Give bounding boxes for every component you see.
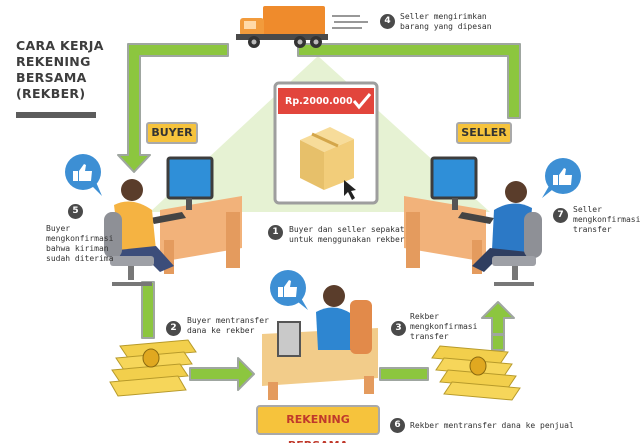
step-3-text: Rekber mengkonfirmasi transfer	[410, 312, 477, 342]
step-3-number: 3	[391, 321, 406, 336]
buyer-desk	[104, 156, 242, 286]
chair-icon	[492, 212, 542, 286]
flow-arrows	[117, 43, 521, 391]
computer-icon	[430, 156, 478, 200]
step-6-text: Rekber mentransfer dana ke penjual	[410, 421, 574, 431]
seller-tag: SELLER	[456, 122, 512, 144]
rekening-bersama-label: REKENING BERSAMA	[256, 405, 380, 443]
step-6-number: 6	[390, 418, 405, 433]
chair-icon	[350, 300, 372, 354]
step-line: Rekber	[410, 312, 439, 321]
step-line: mengkonfirmasi	[573, 215, 640, 224]
chair-icon	[104, 212, 154, 286]
step-4-text: Seller mengirimkan barang yang dipesan	[400, 12, 492, 32]
rekber-desk	[262, 285, 378, 400]
arrow-up-to-seller	[481, 301, 515, 335]
step-2-text: Buyer mentransfer dana ke rekber	[187, 316, 269, 336]
buyer-person	[114, 179, 174, 272]
step-line: Buyer dan seller sepakat	[289, 225, 405, 234]
rekber-person	[316, 285, 352, 350]
step-5-number: 5	[68, 204, 83, 219]
seller-person	[472, 181, 532, 272]
step-line: mengkonfirmasi	[410, 322, 478, 331]
title-line: (REKBER)	[16, 86, 86, 101]
truck-icon	[236, 6, 368, 48]
checkmark-icon	[352, 93, 372, 110]
step-line: Seller	[573, 205, 602, 214]
step-7-number: 7	[553, 208, 568, 223]
title-underline	[16, 112, 96, 118]
arrow-rekber-out	[379, 367, 429, 381]
step-line: Buyer	[46, 224, 71, 233]
thumbs-up-icon	[65, 154, 102, 196]
step-line: Buyer mentransfer	[187, 316, 269, 325]
arrow-to-rekber	[189, 357, 255, 391]
computer-icon	[277, 321, 301, 357]
step-7-text: Seller mengkonfirmasi transfer	[573, 205, 640, 235]
step-5-text: Buyer mengkonfirmasi bahwa kiriman sudah…	[46, 224, 113, 264]
step-line: barang yang dipesan	[400, 22, 492, 31]
step-line: mengkonfirmasi	[46, 234, 114, 243]
product-card	[273, 81, 379, 205]
product-box-icon	[300, 127, 354, 190]
title-line: CARA KERJA	[16, 38, 104, 53]
seller-desk	[404, 156, 542, 286]
step-line: sudah diterima	[46, 254, 114, 263]
step-line: bahwa kiriman	[46, 244, 109, 253]
buyer-tag: BUYER	[146, 122, 198, 144]
step-line: transfer	[573, 225, 612, 234]
thumbs-up-icon	[542, 158, 581, 198]
step-1-number: 1	[268, 225, 283, 240]
money-stack-icon	[109, 339, 197, 397]
step-2-number: 2	[166, 321, 181, 336]
title-line: BERSAMA	[16, 70, 87, 85]
step-1-text: Buyer dan seller sepakat untuk menggunak…	[289, 225, 405, 245]
step-line: transfer	[410, 332, 449, 341]
price-label: Rp.2000.000	[285, 96, 353, 107]
cursor-icon	[344, 180, 356, 200]
step-line: untuk menggunakan rekber	[289, 235, 405, 244]
step-line: Seller mengirimkan	[400, 12, 487, 21]
diagram-title: CARA KERJA REKENING BERSAMA (REKBER)	[16, 38, 126, 102]
arrow-truck-to-buyer	[117, 43, 229, 173]
title-line: REKENING	[16, 54, 91, 69]
money-stack-icon	[431, 345, 521, 401]
arrow-buyer-down	[141, 281, 155, 339]
step-line: dana ke rekber	[187, 326, 255, 335]
step-4-number: 4	[380, 14, 395, 29]
computer-icon	[166, 156, 214, 200]
step-line: Rekber mentransfer dana ke penjual	[410, 421, 574, 430]
arrow-seller-up	[297, 43, 521, 119]
thumbs-up-icon	[270, 270, 308, 310]
